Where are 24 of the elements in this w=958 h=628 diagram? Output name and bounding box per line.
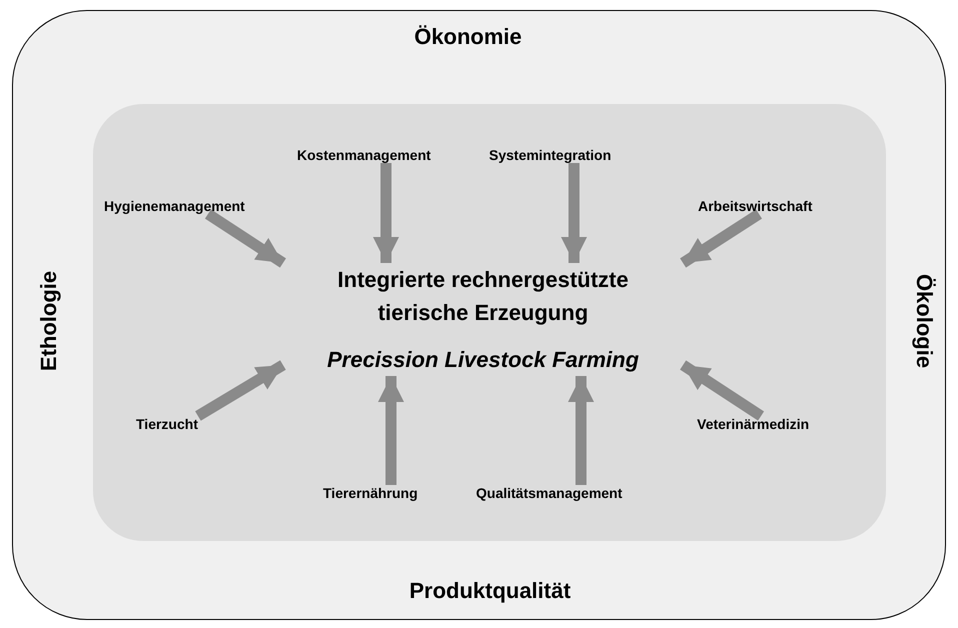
center-title: Integrierte rechnergestützte tierische Erzeugung bbox=[336, 266, 630, 327]
block-arrow bbox=[378, 376, 404, 485]
block-arrow bbox=[195, 360, 286, 421]
aspect-label: Ethologie bbox=[36, 270, 62, 372]
block-arrow bbox=[373, 163, 399, 263]
block-arrow bbox=[561, 163, 587, 263]
topic-label: Hygienemanagement bbox=[104, 198, 245, 214]
topic-label: Tierzucht bbox=[136, 416, 198, 432]
topic-label: Veterinärmedizin bbox=[697, 416, 810, 432]
block-arrow bbox=[205, 209, 286, 268]
topic-label: Qualitätsmanagement bbox=[476, 485, 622, 501]
block-arrow bbox=[680, 209, 762, 268]
topic-label: Arbeitswirtschaft bbox=[698, 198, 812, 214]
subtitle: Precission Livestock Farming bbox=[326, 346, 640, 374]
topic-label: Kostenmanagement bbox=[297, 147, 431, 163]
topic-label: Systemintegration bbox=[489, 147, 612, 163]
outer-frame bbox=[12, 10, 946, 620]
aspect-label: Ökonomie bbox=[414, 24, 522, 50]
aspect-label: Produktqualität bbox=[409, 578, 571, 604]
topic-label: Tierernährung bbox=[323, 485, 418, 501]
block-arrow bbox=[568, 376, 594, 485]
inner-panel bbox=[93, 104, 886, 541]
block-arrow bbox=[680, 360, 764, 421]
aspect-label: Ökologie bbox=[911, 274, 937, 368]
